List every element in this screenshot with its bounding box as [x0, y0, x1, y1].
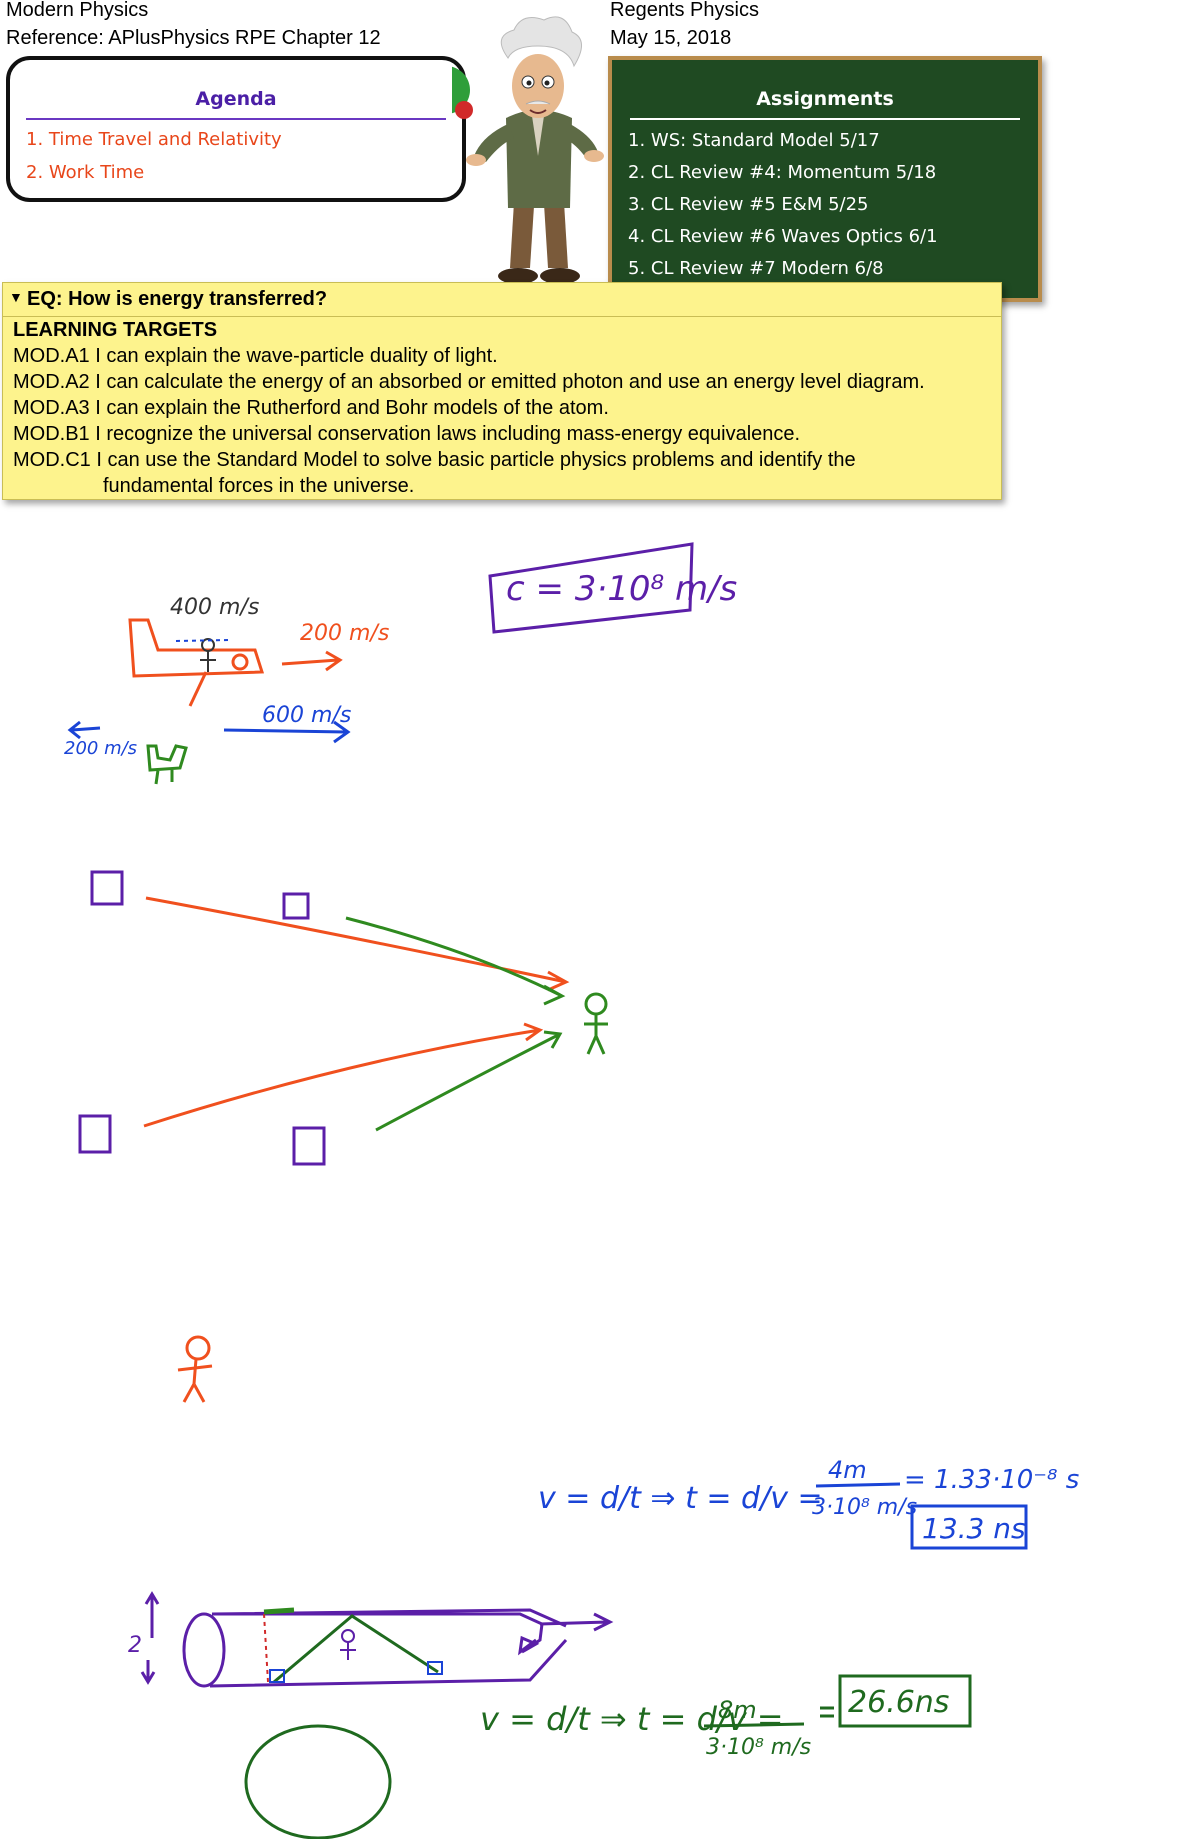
mirror-box	[427, 1661, 443, 1675]
learning-target: MOD.B1 I recognize the universal conserv…	[13, 423, 801, 445]
learning-target: MOD.A2 I can calculate the energy of an …	[13, 371, 925, 393]
observer-figure	[584, 992, 608, 1016]
eq2-answer: 26.6ns	[848, 1685, 949, 1720]
course-title: Modern Physics	[6, 0, 149, 21]
time-equation-2: v = d/t ⇒ t = d/v =	[480, 1700, 784, 1738]
reference-text: Reference: APlusPhysics RPE Chapter 12	[6, 27, 381, 49]
speed-of-light-box	[488, 542, 694, 634]
tube-end	[182, 1612, 226, 1688]
ground-speed-label: 600 m/s	[262, 703, 351, 728]
speed-of-light-note: c = 3·10⁸ m/s	[506, 569, 737, 609]
tube-velocity-arrow	[539, 1612, 614, 1632]
height-arrows	[140, 1591, 160, 1685]
assignment-item: 3. CL Review #5 E&M 5/25	[628, 194, 869, 215]
collapse-triangle-icon[interactable]: ▼	[9, 289, 23, 305]
tube-passenger	[341, 1629, 355, 1643]
assignment-item: 4. CL Review #6 Waves Optics 6/1	[628, 226, 938, 247]
learning-target: MOD.C1 I can use the Standard Model to s…	[13, 449, 856, 471]
mirror-box	[269, 1669, 285, 1683]
assignments-divider	[630, 118, 1020, 120]
ground-velocity-arrow	[223, 720, 351, 744]
assignment-item: 5. CL Review #7 Modern 6/8	[628, 258, 884, 279]
eq2-numerator: 8m	[718, 1696, 757, 1724]
agenda-box: Agenda 1. Time Travel and Relativity 2. …	[6, 56, 466, 202]
agenda-divider	[26, 118, 446, 120]
plane-speed-label: 400 m/s	[170, 595, 259, 620]
signal-path	[345, 916, 566, 1006]
ball-path	[175, 639, 231, 642]
airplane-wing	[188, 671, 208, 707]
light-source-box	[90, 870, 124, 906]
signal-path	[145, 896, 570, 992]
light-clock-tube	[209, 1608, 568, 1688]
essential-question-bar[interactable]: ▼ EQ: How is energy transferred?	[3, 283, 1001, 317]
class-name: Regents Physics	[610, 0, 759, 21]
agenda-item: 1. Time Travel and Relativity	[26, 129, 282, 150]
ball-speed-label: 200 m/s	[300, 621, 389, 646]
agenda-item: 2. Work Time	[26, 162, 145, 183]
lesson-date: May 15, 2018	[610, 27, 732, 49]
assignment-item: 2. CL Review #4: Momentum 5/18	[628, 162, 937, 183]
time-equation-1: v = d/t ⇒ t = d/v =	[538, 1481, 823, 1516]
bird-sketch	[146, 744, 188, 785]
eq1-result: = 1.33·10⁻⁸ s	[904, 1465, 1079, 1495]
learning-target: MOD.A1 I can explain the wave-particle d…	[13, 345, 498, 367]
top-mirror	[263, 1607, 295, 1615]
eq1-denominator: 3·10⁸ m/s	[812, 1495, 917, 1520]
assignments-title: Assignments	[756, 88, 894, 110]
header-left: Modern Physics Reference: APlusPhysics R…	[6, 0, 381, 52]
light-path-vertical	[263, 1613, 269, 1683]
einstein-cartoon-illustration	[452, 16, 604, 284]
learning-targets-heading: LEARNING TARGETS	[13, 319, 218, 341]
eq1-answer-box	[910, 1504, 1028, 1550]
tube-height-label: 2	[128, 1633, 142, 1658]
essential-question: EQ: How is energy transferred?	[27, 288, 328, 310]
bird-speed-label: 200 m/s	[64, 738, 137, 759]
learning-target-continuation: fundamental forces in the universe.	[103, 475, 415, 497]
assignment-item: 1. WS: Standard Model 5/17	[628, 130, 880, 151]
stick-figure	[185, 1335, 211, 1361]
essential-question-note: ▼ EQ: How is energy transferred? LEARNIN…	[2, 282, 1002, 500]
agenda-title: Agenda	[195, 88, 277, 110]
light-source-box	[78, 1114, 112, 1154]
signal-path	[375, 1030, 563, 1132]
assignments-chalkboard: Assignments 1. WS: Standard Model 5/17 2…	[608, 56, 1042, 302]
eq1-numerator: 4m	[828, 1456, 867, 1484]
plane-velocity-arrow	[281, 650, 343, 672]
eq1-answer: 13.3 ns	[922, 1512, 1026, 1545]
bird-velocity-arrow	[67, 720, 101, 740]
ellipse-sketch	[244, 1724, 392, 1839]
learning-target: MOD.A3 I can explain the Rutherford and …	[13, 397, 609, 419]
signal-path	[143, 1022, 544, 1128]
light-source-box	[292, 1126, 326, 1166]
eq2-answer-box	[838, 1674, 972, 1728]
airplane-sketch	[128, 618, 265, 678]
eq2-denominator: 3·10⁸ m/s	[706, 1735, 811, 1760]
light-path-diagonal	[273, 1614, 439, 1684]
header-right: Regents Physics May 15, 2018	[610, 0, 759, 52]
light-source-box	[282, 892, 310, 920]
